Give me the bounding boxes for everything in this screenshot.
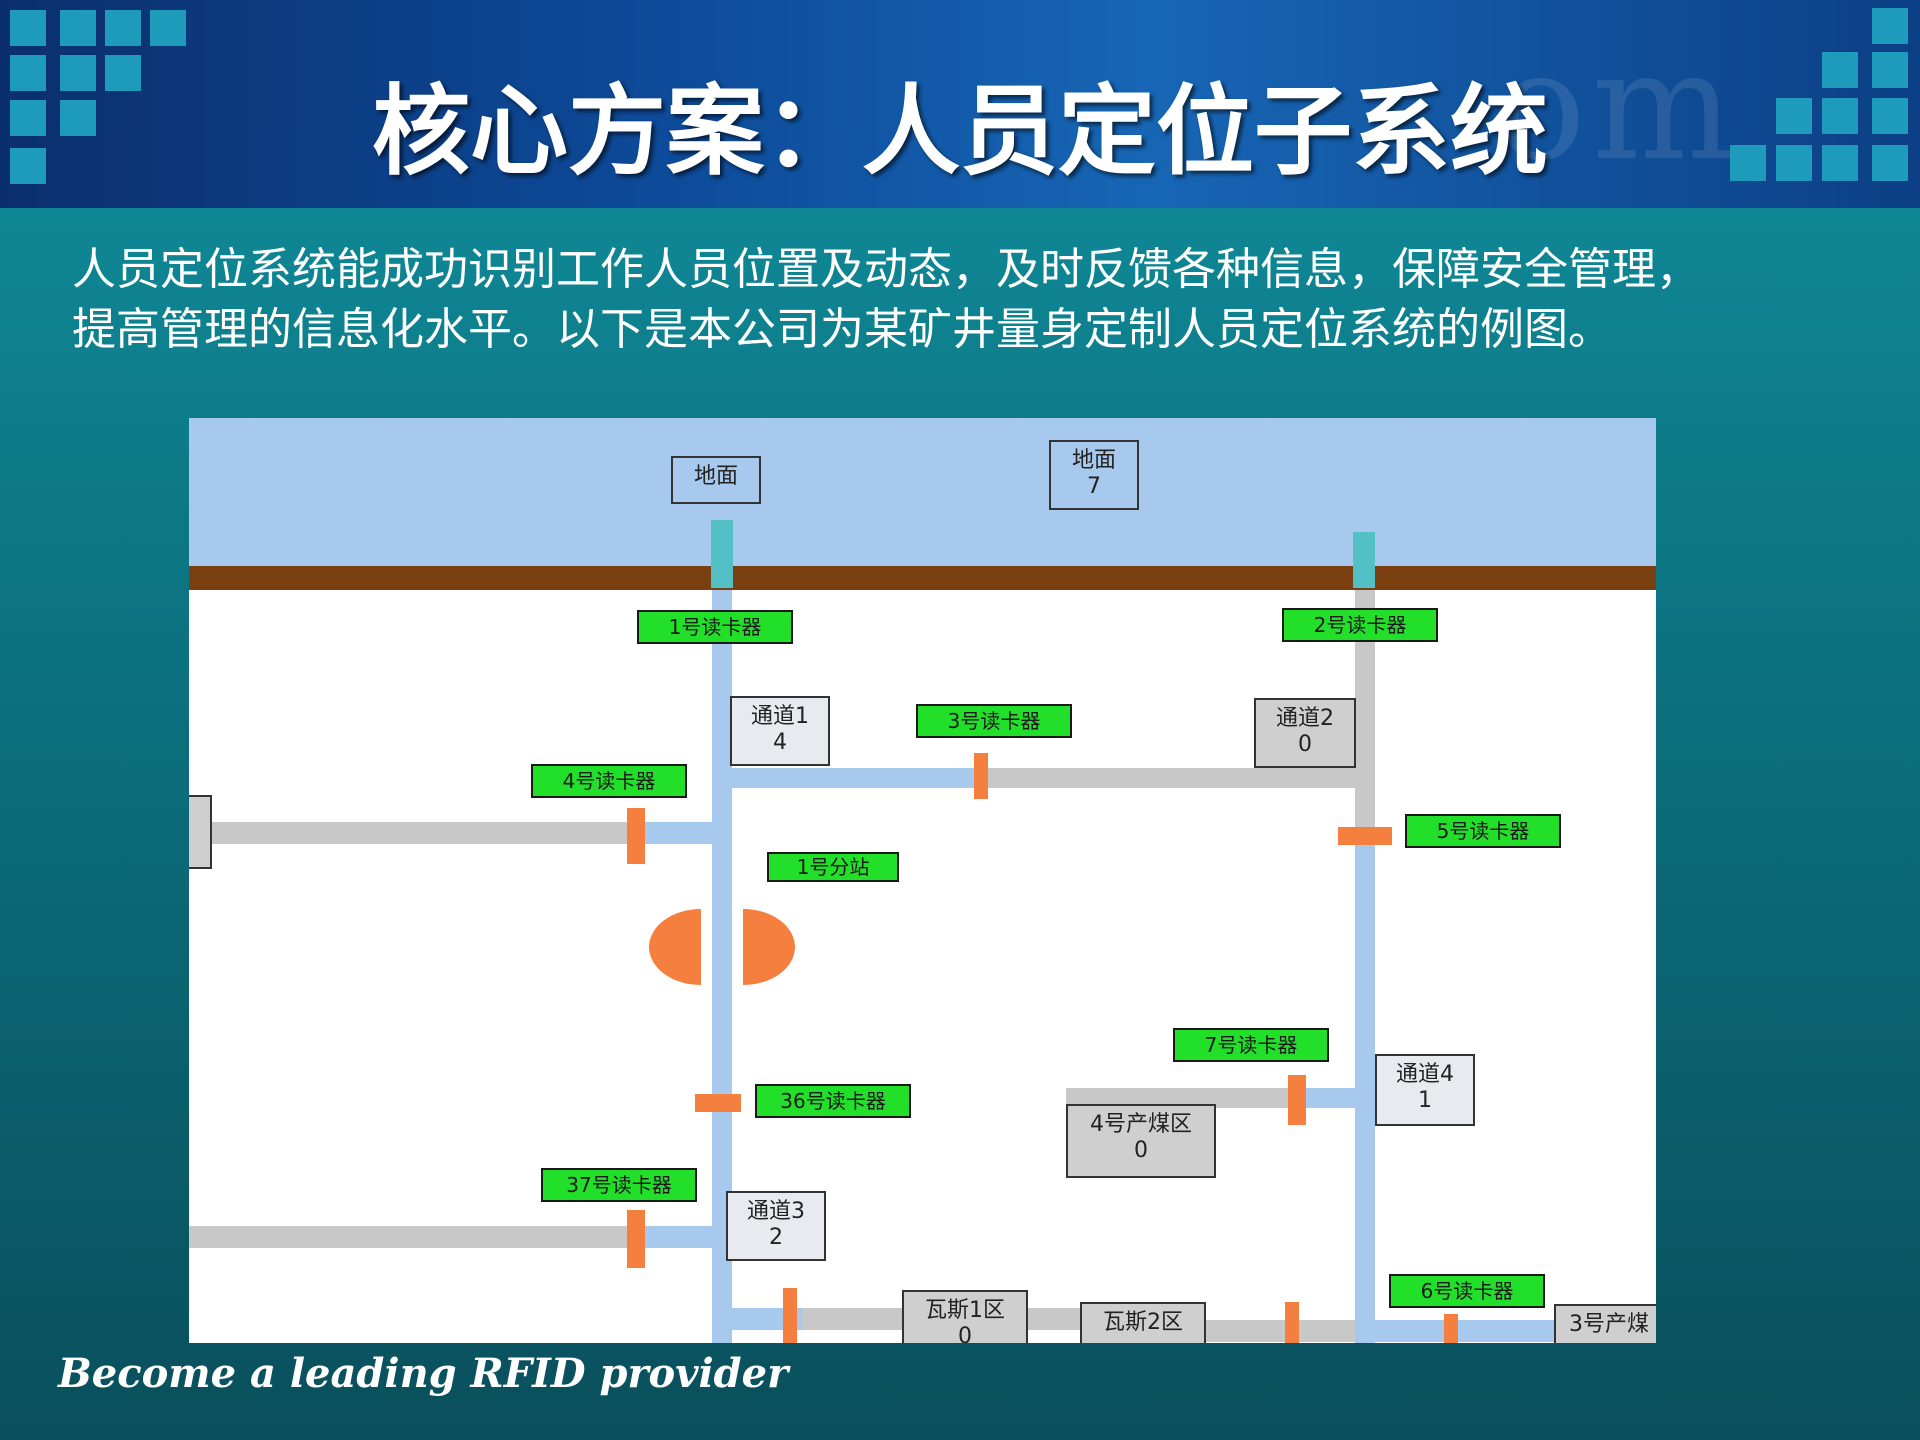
- intro-line: 提高管理的信息化水平。以下是本公司为某矿井量身定制人员定位系统的例图。: [72, 304, 1612, 355]
- node-line: 3号产煤: [1569, 1312, 1649, 1337]
- reader-marker: [1444, 1314, 1458, 1343]
- node-line: 通道4: [1396, 1062, 1454, 1087]
- substation-right-half: [743, 909, 795, 985]
- reader-tag-36: 36号读卡器: [755, 1084, 911, 1118]
- node-line: 0: [1298, 732, 1312, 757]
- node-line: 通道1: [751, 704, 809, 729]
- reader-marker: [695, 1094, 741, 1112]
- reader-tag-3: 3号读卡器: [916, 704, 1072, 738]
- deco-square: [60, 55, 96, 91]
- node-line: 瓦斯1区: [925, 1298, 1005, 1323]
- tunnel-bottom-gray-2: [1182, 1320, 1355, 1342]
- right-shaft-upper: [1355, 590, 1375, 830]
- node-line: 地面: [693, 464, 738, 489]
- reader-marker: [783, 1288, 797, 1343]
- node-line: 通道3: [747, 1199, 805, 1224]
- coal-zone-3-node: 3号产煤: [1554, 1304, 1656, 1343]
- reader-tag-6: 6号读卡器: [1389, 1274, 1545, 1308]
- footer-slogan: Become a leading RFID provider: [58, 1350, 789, 1397]
- node-line: 4: [773, 730, 787, 755]
- deco-square: [105, 55, 141, 91]
- deco-square: [1776, 98, 1812, 134]
- substation-left-half: [649, 909, 701, 985]
- deco-square: [105, 10, 141, 46]
- reader-tag-1: 1号读卡器: [637, 610, 793, 644]
- reader-marker: [1338, 827, 1392, 845]
- reader-tag-4: 4号读卡器: [531, 764, 687, 798]
- deco-square: [1776, 145, 1812, 181]
- reader-tag-5: 5号读卡器: [1405, 814, 1561, 848]
- reader-tag-37: 37号读卡器: [541, 1168, 697, 1202]
- deco-square: [10, 10, 46, 46]
- gas-zone-1-node: 瓦斯1区 0: [902, 1290, 1028, 1343]
- tunnel-left-lower-blue: [639, 1226, 712, 1248]
- gas-zone-2-node: 瓦斯2区: [1080, 1302, 1206, 1343]
- deco-square: [1730, 145, 1766, 181]
- substation-tag-1: 1号分站: [767, 852, 899, 882]
- left-shaft: [712, 590, 732, 1343]
- deco-square: [1872, 8, 1908, 44]
- reader-marker: [974, 753, 988, 799]
- tunnel-left-upper-gray: [189, 822, 639, 844]
- reader-marker: [1288, 1075, 1306, 1125]
- tunnel-node-2: 通道2 0: [1254, 698, 1356, 768]
- deco-square: [10, 148, 46, 184]
- ground-band: [189, 566, 1656, 590]
- surface-sky: [189, 418, 1656, 566]
- coal-zone-4-node: 4号产煤区 0: [1066, 1104, 1216, 1178]
- partial-node-left: [189, 795, 212, 869]
- deco-square: [1822, 98, 1858, 134]
- node-line: 瓦斯2区: [1103, 1310, 1183, 1335]
- deco-square: [1872, 52, 1908, 88]
- deco-square: [60, 100, 96, 136]
- node-line: 4号产煤区: [1090, 1112, 1192, 1137]
- node-line: 通道2: [1276, 706, 1334, 731]
- deco-square: [1822, 52, 1858, 88]
- deco-square: [1872, 98, 1908, 134]
- surface-tube-right: [1353, 532, 1375, 588]
- tunnel-right-mid-gray: [1066, 1088, 1306, 1108]
- deco-square: [10, 55, 46, 91]
- reader-marker: [1285, 1302, 1299, 1343]
- tunnel-left-lower-gray: [189, 1226, 639, 1248]
- deco-square: [10, 100, 46, 136]
- slide-title: 核心方案：人员定位子系统: [371, 75, 1548, 189]
- node-line: 7: [1087, 474, 1101, 499]
- tunnel-right-mid-blue: [1306, 1088, 1355, 1108]
- tunnel-left-upper-blue: [639, 822, 712, 844]
- deco-square: [1822, 145, 1858, 181]
- mine-map-lines: [189, 418, 1656, 1343]
- reader-tag-2: 2号读卡器: [1282, 608, 1438, 642]
- header-watermark: om: [1495, 20, 1740, 194]
- reader-marker: [627, 808, 645, 864]
- tunnel-node-3: 通道3 2: [726, 1191, 826, 1261]
- mine-map-diagram: 地面 地面 7 通道1 4 通道2 0 通道3 2 通道4 1 4号产煤区 0 …: [189, 418, 1656, 1343]
- surface-tube-left: [711, 520, 733, 588]
- deco-square: [60, 10, 96, 46]
- tunnel-1-2-gray: [982, 768, 1355, 788]
- node-line: 0: [958, 1324, 972, 1343]
- slide-header: om 核心方案：人员定位子系统: [0, 0, 1920, 208]
- intro-paragraph: 人员定位系统能成功识别工作人员位置及动态，及时反馈各种信息，保障安全管理， 提高…: [72, 240, 1872, 360]
- deco-square: [1872, 145, 1908, 181]
- deco-square: [150, 10, 186, 46]
- tunnel-node-4: 通道4 1: [1375, 1054, 1475, 1126]
- right-shaft-lower: [1355, 830, 1375, 1343]
- reader-marker: [627, 1210, 645, 1268]
- node-line: 2: [769, 1225, 783, 1250]
- reader-tag-7: 7号读卡器: [1173, 1028, 1329, 1062]
- tunnel-node-1: 通道1 4: [730, 696, 830, 766]
- node-line: 地面: [1071, 448, 1116, 473]
- ground-node-1: 地面: [671, 456, 761, 504]
- ground-node-2: 地面 7: [1049, 440, 1139, 510]
- node-line: 0: [1134, 1138, 1148, 1163]
- intro-line: 人员定位系统能成功识别工作人员位置及动态，及时反馈各种信息，保障安全管理，: [72, 244, 1700, 295]
- tunnel-1-2-blue: [732, 768, 982, 788]
- node-line: 1: [1418, 1088, 1432, 1113]
